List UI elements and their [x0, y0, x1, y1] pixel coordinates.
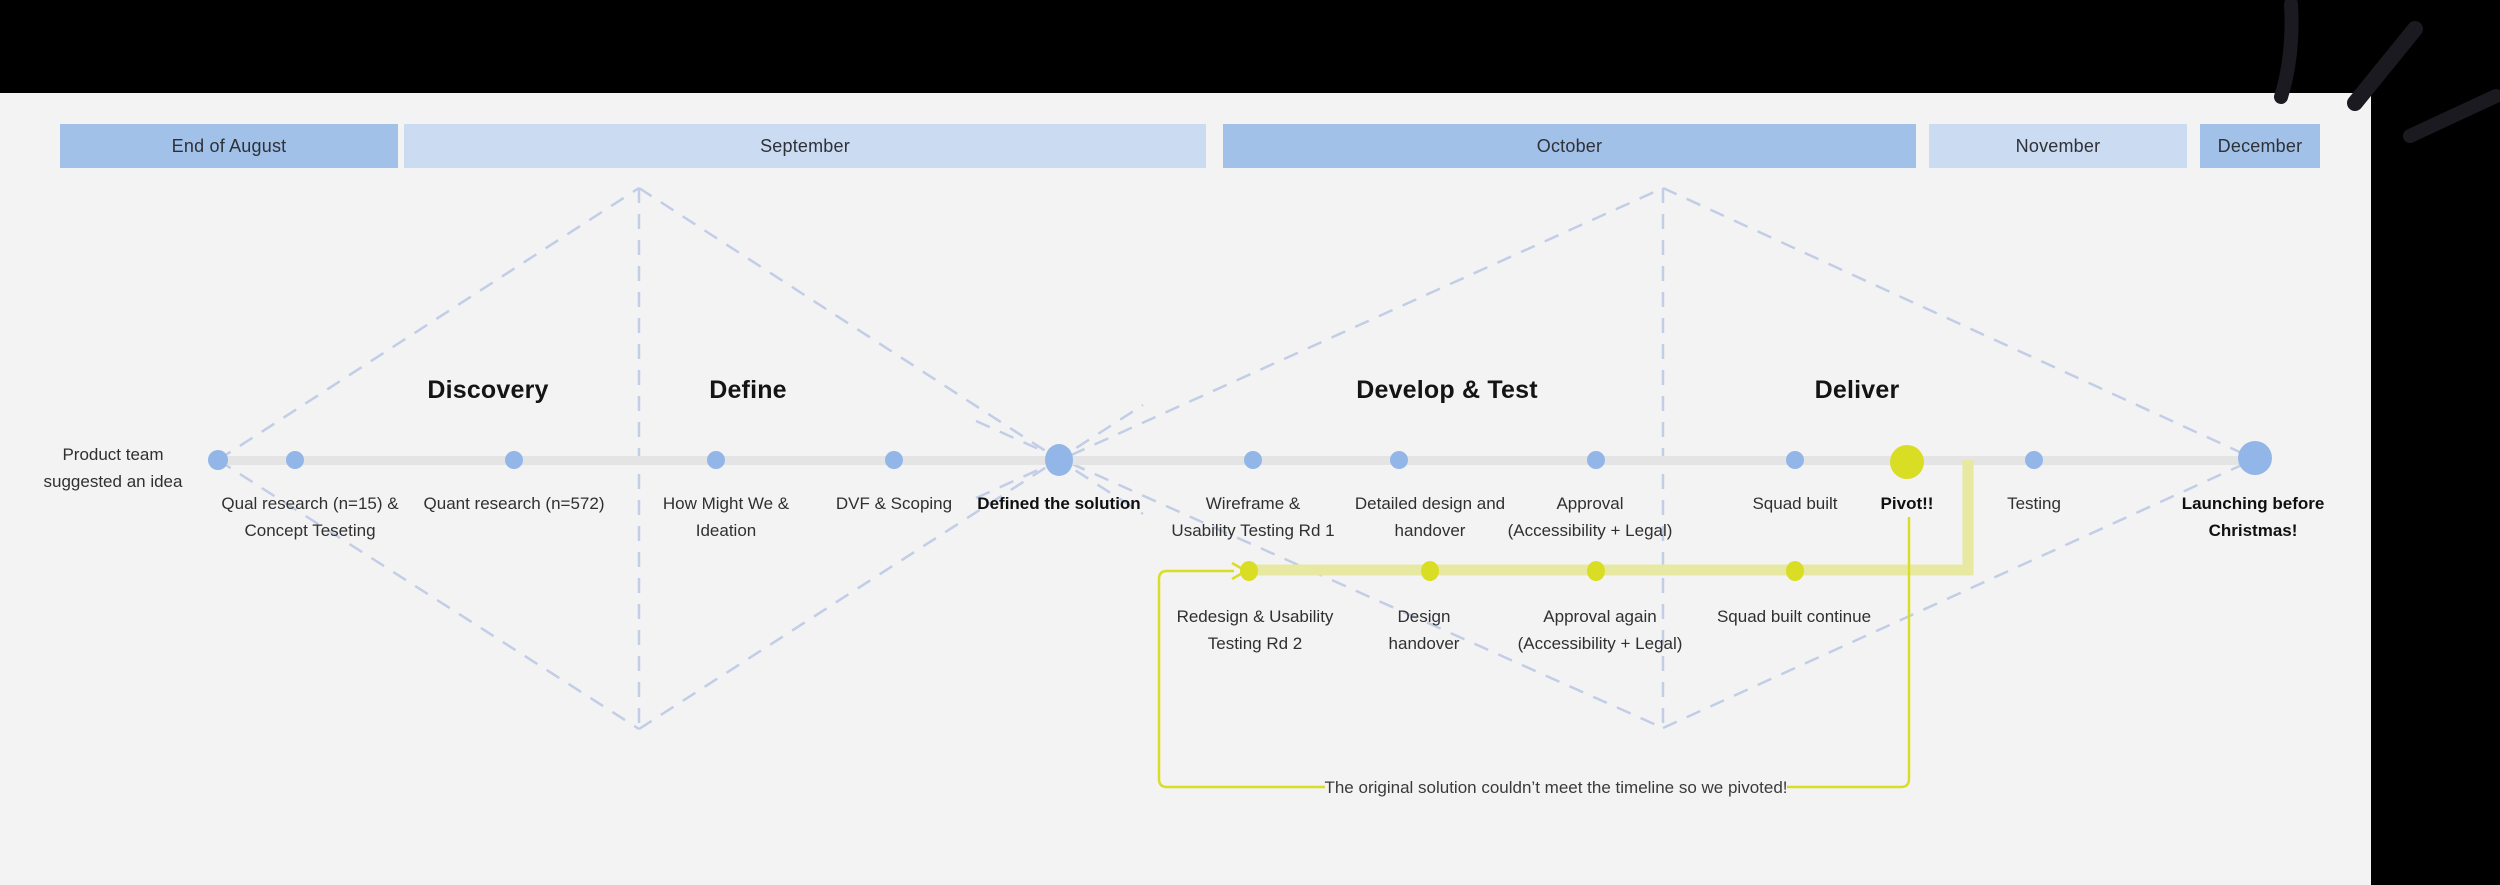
- month-label: November: [2015, 135, 2101, 156]
- month-bar-october: October: [1223, 124, 1916, 168]
- milestone-label-wireframe: Wireframe &Usability Testing Rd 1: [1171, 494, 1335, 540]
- milestone-dot: [2025, 451, 2043, 469]
- pivot-branch-dots: [1240, 561, 1804, 581]
- start-label-line2: suggested an idea: [43, 472, 183, 491]
- milestone-dot-defined-solution: [1045, 444, 1073, 476]
- milestone-dot-pivot: [1890, 445, 1924, 479]
- phase-heading-discovery: Discovery: [427, 376, 549, 404]
- milestone-dot-start: [208, 450, 228, 470]
- scribble-stroke: [2347, 21, 2423, 111]
- month-label: End of August: [171, 135, 287, 156]
- milestone-dot: [885, 451, 903, 469]
- milestone-label-squad-built: Squad built: [1752, 494, 1838, 513]
- phase-heading-deliver: Deliver: [1814, 376, 1900, 404]
- top-black-band: [0, 0, 2500, 93]
- milestone-dot: [1390, 451, 1408, 469]
- month-bar-end-of-august: End of August: [60, 124, 398, 168]
- month-bar-september: September: [404, 124, 1206, 168]
- branch-milestone-dot: [1240, 561, 1258, 581]
- scribble-stroke: [2274, 0, 2299, 104]
- main-timeline-bar: [218, 456, 2258, 465]
- right-black-band: [2371, 0, 2500, 885]
- branch-label-squad-built-continue: Squad built continue: [1716, 607, 1872, 626]
- scribble-stroke: [2403, 89, 2500, 143]
- milestone-label-defined-solution: Defined the solution: [977, 494, 1141, 513]
- milestone-dot-launch: [2238, 441, 2272, 475]
- milestone-dot: [1244, 451, 1262, 469]
- phase-heading-develop-test: Develop & Test: [1356, 376, 1538, 404]
- milestone-dot: [1786, 451, 1804, 469]
- pivot-note: The original solution couldn’t meet the …: [1324, 778, 1788, 797]
- month-label: October: [1536, 135, 1603, 156]
- month-label: September: [760, 135, 850, 156]
- milestone-dot: [505, 451, 523, 469]
- timeline-dots: [208, 441, 2272, 479]
- start-label: Product team suggested an idea: [3, 441, 223, 495]
- phase-heading-define: Define: [709, 376, 787, 404]
- marker-scribbles: [2274, 0, 2500, 143]
- milestone-label-quant-research: Quant research (n=572): [423, 494, 605, 513]
- branch-label-approval-again: Approval again(Accessibility + Legal): [1517, 607, 1683, 653]
- pivot-branch-line: [1252, 460, 1974, 576]
- month-bar-december: December: [2200, 124, 2320, 168]
- branch-milestone-dot: [1421, 561, 1439, 581]
- milestone-label-testing: Testing: [2007, 494, 2061, 513]
- milestone-label-qual-research: Qual research (n=15) &Concept Teseting: [221, 494, 399, 540]
- milestone-label-dvf-scoping: DVF & Scoping: [835, 494, 953, 513]
- milestone-dot: [1587, 451, 1605, 469]
- milestone-label-approval: Approval(Accessibility + Legal): [1507, 494, 1673, 540]
- month-bar-november: November: [1929, 124, 2187, 168]
- month-label: December: [2217, 135, 2303, 156]
- branch-milestone-dot: [1786, 561, 1804, 581]
- branch-milestone-dot: [1587, 561, 1605, 581]
- milestone-dot: [707, 451, 725, 469]
- milestone-dot: [286, 451, 304, 469]
- milestone-label-how-might-we: How Might We &Ideation: [662, 494, 790, 540]
- start-label-line1: Product team: [62, 445, 164, 464]
- milestone-label-pivot: Pivot!!: [1880, 494, 1934, 513]
